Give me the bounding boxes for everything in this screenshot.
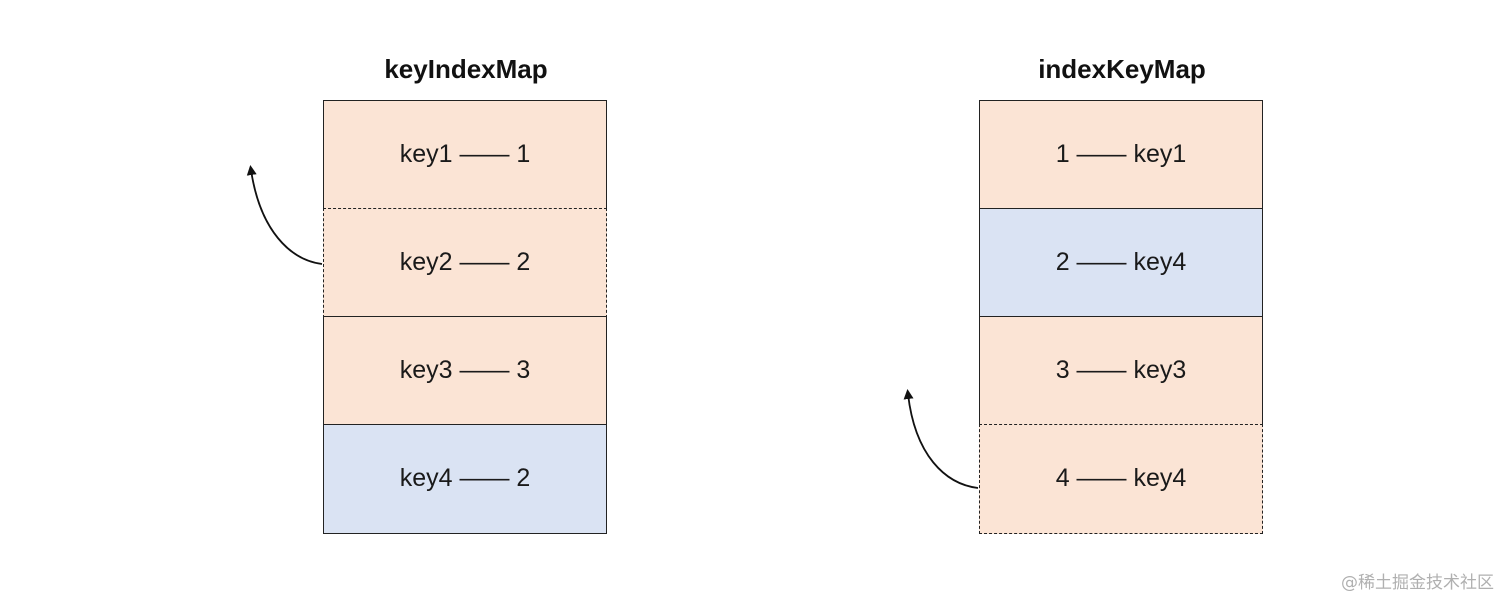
watermark: @稀土掘金技术社区 [1341,573,1494,593]
key-index-map-row-2: key2 —— 2 [323,208,607,318]
index-key-map-row-1: 1 —— key1 [979,100,1263,210]
index-key-map-row-3: 3 —— key3 [979,316,1263,426]
index-key-map-row-4: 4 —— key4 [979,424,1263,534]
key-index-map-table: key1 —— 1 key2 —— 2 key3 —— 3 key4 —— 2 [323,100,607,534]
index-key-map-row-2: 2 —— key4 [979,208,1263,318]
key-index-map-row-4: key4 —— 2 [323,424,607,534]
key-index-map-title: keyIndexMap [384,54,548,84]
index-key-map-title: indexKeyMap [1038,54,1206,84]
left-curved-arrow [246,165,323,265]
index-key-map-table: 1 —— key1 2 —— key4 3 —— key3 4 —— key4 [979,100,1263,534]
key-index-map-row-1: key1 —— 1 [323,100,607,210]
right-curved-arrow [903,389,979,489]
